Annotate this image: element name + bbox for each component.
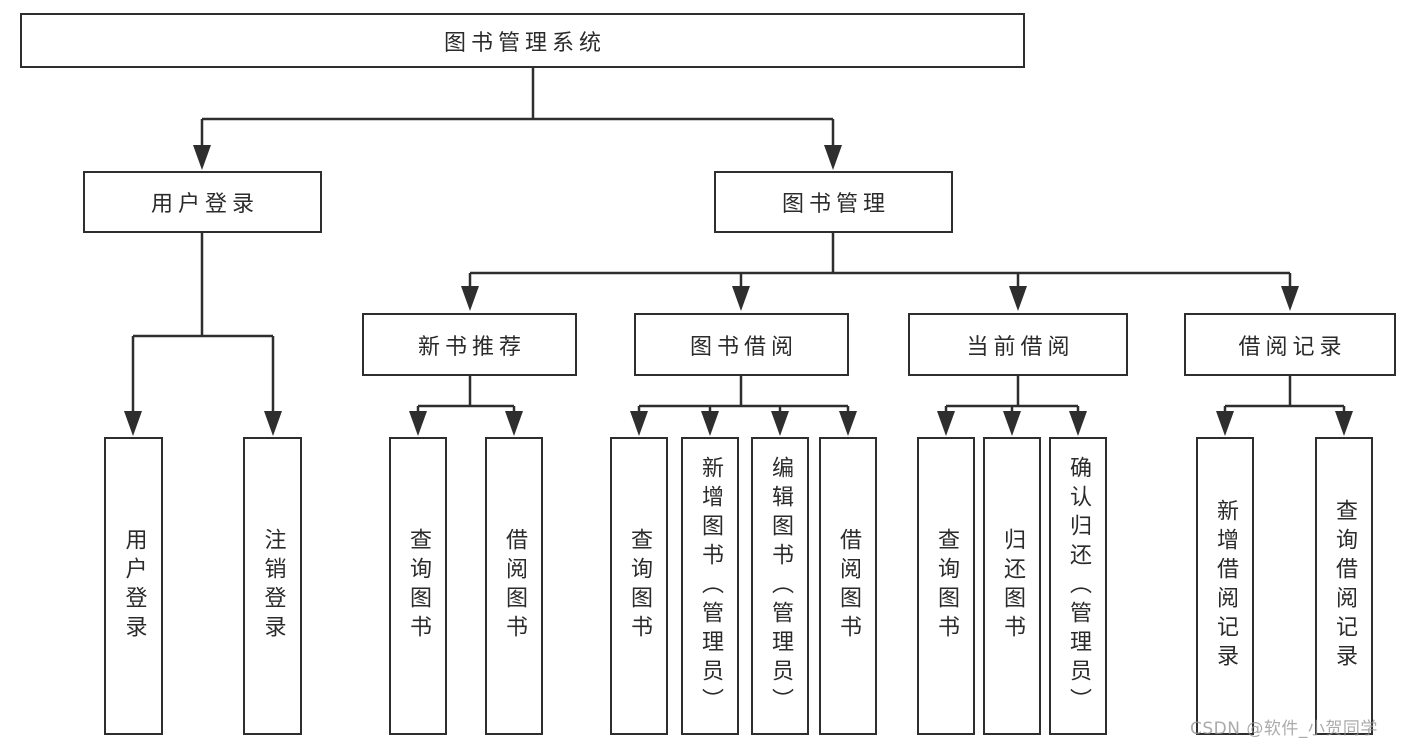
node-return-book: 归还图书 [983,437,1041,735]
node-current-query-book: 查询图书 [917,437,975,735]
node-label: 当前借阅 [966,334,1075,360]
node-logout-login: 注销登录 [243,437,302,735]
node-book-borrowing: 图书借阅 [634,313,849,376]
node-edit-book-admin: 编辑图书（管理员） [751,437,809,735]
node-user-login: 用户登录 [104,437,163,735]
node-current-borrowing: 当前借阅 [908,313,1128,376]
node-borrowing-borrow-book: 借阅图书 [819,437,877,735]
node-borrowing-records: 借阅记录 [1184,313,1396,376]
node-add-book-admin: 新增图书（管理员） [681,437,739,735]
node-label: 新增图书（管理员） [698,455,723,717]
node-label: 图书管理 [781,192,890,217]
node-label: 查询借阅记录 [1332,499,1357,673]
node-label: 归还图书 [1000,528,1025,644]
node-recommend-query-book: 查询图书 [389,437,447,735]
csdn-watermark: CSDN @软件_小贺同学 [1190,719,1378,739]
node-new-borrow-record: 新增借阅记录 [1196,437,1254,735]
node-book-management: 图书管理 [714,171,953,233]
node-label: 查询图书 [406,528,431,644]
node-label: 借阅图书 [502,528,527,644]
node-label: 用户登录 [150,192,259,217]
node-label: 用户登录 [121,528,147,644]
node-label: 确认归还（管理员） [1066,455,1091,717]
node-label: 新增借阅记录 [1213,499,1238,673]
node-label: 借阅图书 [836,528,861,644]
node-borrowing-query-book: 查询图书 [610,437,668,735]
node-query-borrow-record: 查询借阅记录 [1315,437,1373,735]
arrowheads [124,145,1353,436]
node-new-book-recommend: 新书推荐 [362,313,577,376]
node-library-management-system: 图书管理系统 [20,13,1025,68]
node-recommend-borrow-book: 借阅图书 [485,437,543,735]
node-label: 查询图书 [627,528,652,644]
node-label: 编辑图书（管理员） [768,455,793,717]
node-user-login-group: 用户登录 [83,171,322,233]
node-label: 借阅记录 [1238,334,1347,360]
node-label: 新书推荐 [417,334,526,360]
node-label: 查询图书 [934,528,959,644]
node-label: 注销登录 [260,528,286,644]
node-label: 图书管理系统 [443,30,606,56]
node-label: 图书借阅 [689,334,798,360]
node-confirm-return-admin: 确认归还（管理员） [1049,437,1107,735]
